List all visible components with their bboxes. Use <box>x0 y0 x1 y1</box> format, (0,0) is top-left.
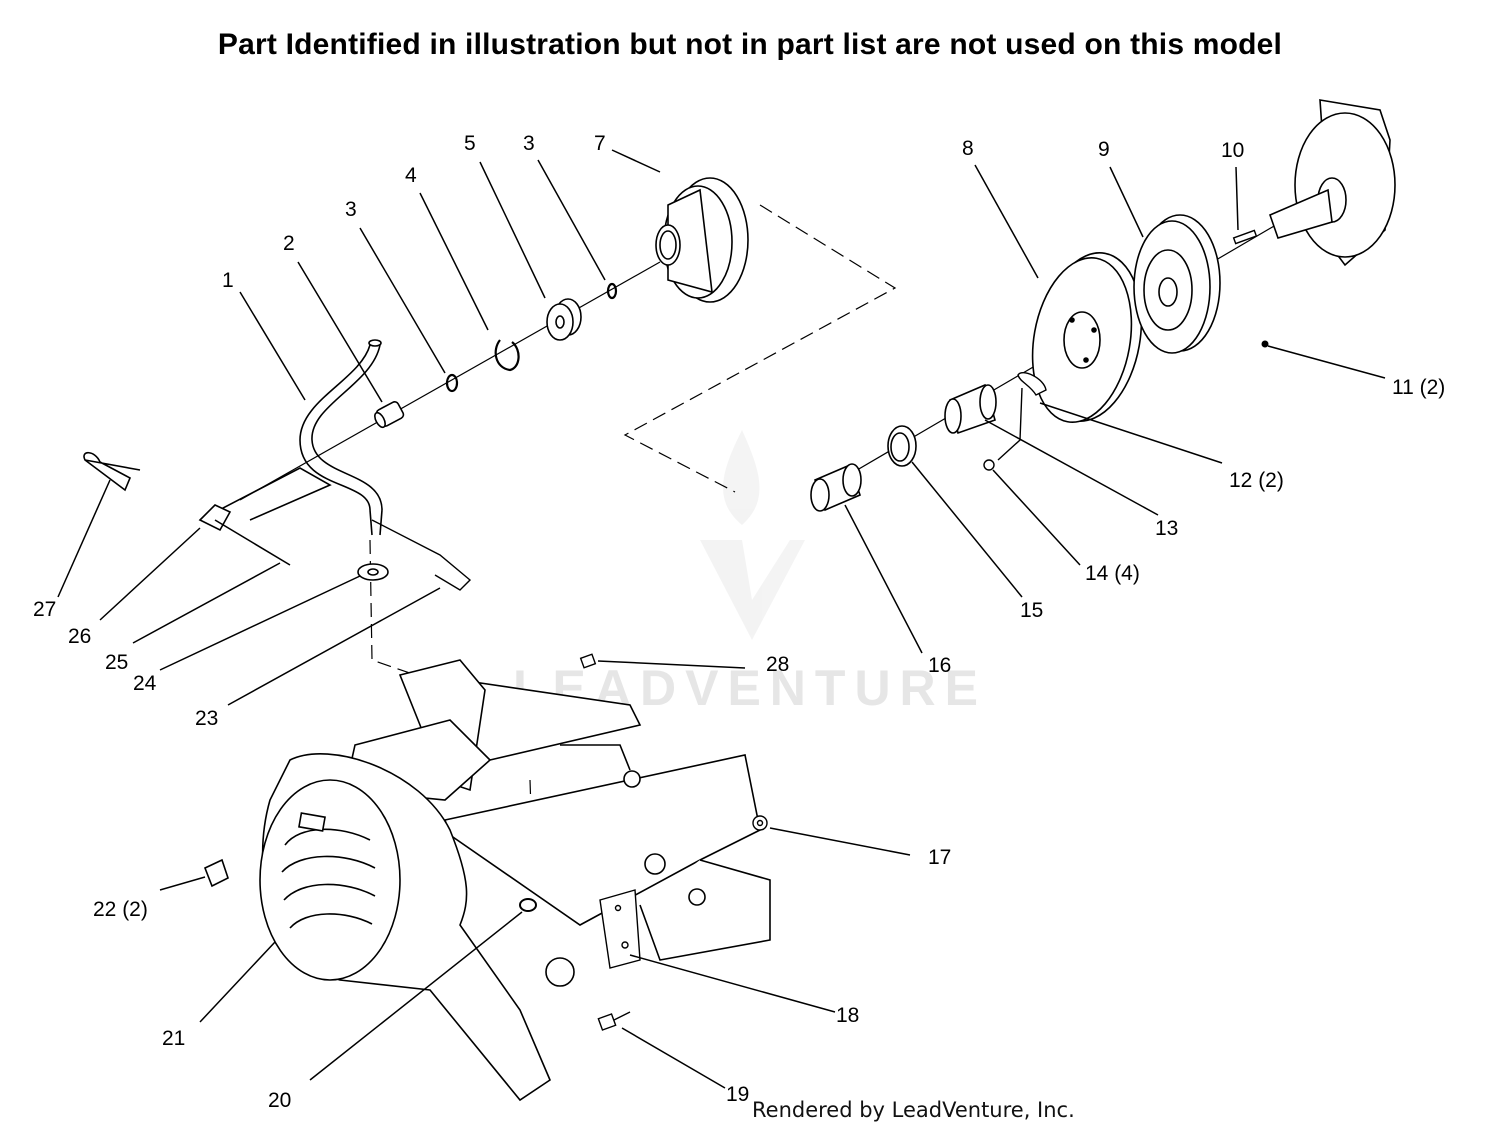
leader-lines <box>57 149 1386 1089</box>
part-20-washer <box>519 898 537 912</box>
callout-14: 14 (4) <box>1085 562 1140 585</box>
part-14-screw <box>983 459 995 471</box>
callout-28: 28 <box>766 653 789 676</box>
callout-23: 23 <box>195 707 218 730</box>
part-16-collar <box>810 463 862 512</box>
footer-credit: Rendered by LeadVenture, Inc. <box>752 1098 1075 1122</box>
callout-17: 17 <box>928 846 951 869</box>
part-17-nut <box>752 815 768 831</box>
callout-16: 16 <box>928 654 951 677</box>
callout-27: 27 <box>33 598 56 621</box>
part-11-bolt <box>1261 340 1269 348</box>
callout-13: 13 <box>1155 517 1178 540</box>
part-3-ring-left <box>445 373 459 393</box>
callout-2: 2 <box>283 232 295 255</box>
callout-25: 25 <box>105 651 128 674</box>
part-25-washer <box>357 563 389 581</box>
part-22-knob <box>203 858 229 888</box>
housing-plug <box>545 957 575 987</box>
callout-20: 20 <box>268 1089 291 1112</box>
callout-24: 24 <box>133 672 157 695</box>
part-23-plate <box>371 519 472 591</box>
part-10-key <box>1232 229 1258 245</box>
leadventure-watermark-logo <box>700 430 805 640</box>
part-18-bracket <box>599 889 641 969</box>
callout-15: 15 <box>1020 599 1043 622</box>
part-8-pulley-disc <box>1031 252 1143 423</box>
part-5-bearing <box>546 298 582 341</box>
part-28-screw <box>579 653 597 669</box>
part-1-curved-rod <box>299 339 383 536</box>
callout-19: 19 <box>726 1083 749 1106</box>
callout-7: 7 <box>594 132 606 155</box>
callout-11: 11 (2) <box>1392 376 1445 399</box>
callout-10: 10 <box>1221 139 1244 162</box>
part-13-sleeve <box>944 383 997 435</box>
part-4-snap-ring <box>494 339 520 372</box>
callout-9: 9 <box>1098 138 1110 161</box>
engine-housing <box>1268 99 1396 267</box>
callout-12: 12 (2) <box>1229 469 1284 492</box>
shaft-assembly-left <box>83 261 661 566</box>
chassis-frame <box>344 659 771 961</box>
callout-labels: 1 2 3 4 5 3 7 8 9 10 11 (2) 12 (2) 13 14… <box>33 132 1445 1112</box>
callout-18: 18 <box>836 1004 859 1027</box>
callout-8: 8 <box>962 137 974 160</box>
part-19-bolt <box>597 1011 631 1031</box>
part-2-bushing <box>374 401 405 429</box>
callout-1: 1 <box>222 269 234 292</box>
callout-21: 21 <box>162 1027 185 1050</box>
callout-3-left: 3 <box>345 198 357 221</box>
page-title: Part Identified in illustration but not … <box>217 28 1283 61</box>
callout-4: 4 <box>405 164 417 187</box>
part-9-v-pulley <box>1133 214 1221 354</box>
callout-26: 26 <box>68 625 91 648</box>
callout-3-right: 3 <box>523 132 535 155</box>
part-12-clip <box>997 372 1047 461</box>
callout-5: 5 <box>464 132 476 155</box>
callout-22: 22 (2) <box>93 898 148 921</box>
part-21-blower-housing <box>259 753 551 1102</box>
part-7-pulley-drum <box>655 177 749 303</box>
part-15-washer <box>887 425 917 467</box>
part-3-ring-right <box>606 282 618 300</box>
